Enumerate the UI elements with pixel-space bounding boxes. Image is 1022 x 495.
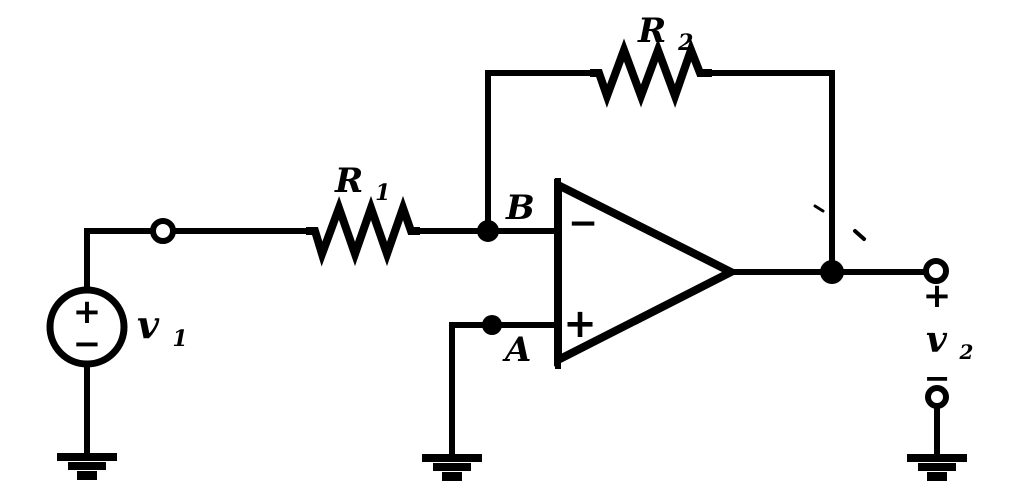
ground-symbol-source: [57, 453, 117, 480]
node-a-dot: [482, 315, 502, 335]
opamp-noninverting-sign: +: [563, 301, 597, 347]
ground-bar-small: [442, 472, 462, 481]
label-v2: v 2: [926, 319, 973, 364]
wire-feedback-left-riser: [485, 70, 595, 231]
ground-symbol-output: [907, 454, 967, 481]
source-minus-sign: −: [73, 324, 102, 364]
ground-symbol-noninverting: [422, 454, 482, 481]
label-r2: R 2: [637, 11, 693, 56]
label-v1: v 1: [137, 302, 188, 352]
scan-artifact-mark: [813, 204, 825, 213]
label-v2-letter: v: [926, 319, 948, 361]
label-r2-subscript: 2: [677, 30, 693, 56]
wire-noninverting-to-ground: [449, 322, 564, 458]
label-v2-subscript: 2: [958, 340, 973, 364]
resistor-r1-zigzag: [306, 195, 420, 267]
opamp-inverting-sign: −: [568, 203, 598, 244]
source-plus-sign: +: [73, 292, 102, 332]
label-v1-subscript: 1: [172, 326, 187, 352]
ground-bar-small: [77, 471, 97, 480]
resistor-r2-zigzag: [590, 38, 712, 108]
ground-bar-mid: [68, 462, 106, 470]
source-circle: [46, 286, 128, 368]
label-node-a: A: [502, 330, 531, 370]
label-v1-letter: v: [137, 302, 160, 347]
ground-bar-mid: [433, 463, 471, 471]
resistor-r1: R 1: [306, 161, 420, 267]
node-b-dot: [477, 220, 499, 242]
output-plus-sign: +: [923, 276, 952, 316]
ground-bar-wide: [422, 454, 482, 462]
wire-feedback-right-riser: [707, 70, 835, 277]
ground-bar-wide: [907, 454, 967, 462]
ground-bar-wide: [57, 453, 117, 461]
input-terminal: [150, 218, 176, 244]
label-r1: R 1: [334, 161, 390, 206]
ground-bar-mid: [918, 463, 956, 471]
label-r2-letter: R: [637, 11, 666, 51]
opamp: − +: [554, 178, 740, 369]
ground-bar-small: [927, 472, 947, 481]
voltage-source-v1: + −: [46, 286, 128, 368]
label-r1-letter: R: [334, 161, 363, 201]
output-terminal: [923, 258, 949, 284]
resistor-r2: R 2: [590, 11, 712, 108]
label-node-b: B: [505, 188, 535, 228]
opamp-triangle: [554, 178, 740, 367]
label-r1-subscript: 1: [375, 180, 390, 206]
output-ground-terminal: [925, 385, 949, 409]
scan-artifact-mark: [853, 229, 866, 241]
wire-source-to-r1: [84, 228, 311, 297]
output-junction-dot: [820, 260, 844, 284]
